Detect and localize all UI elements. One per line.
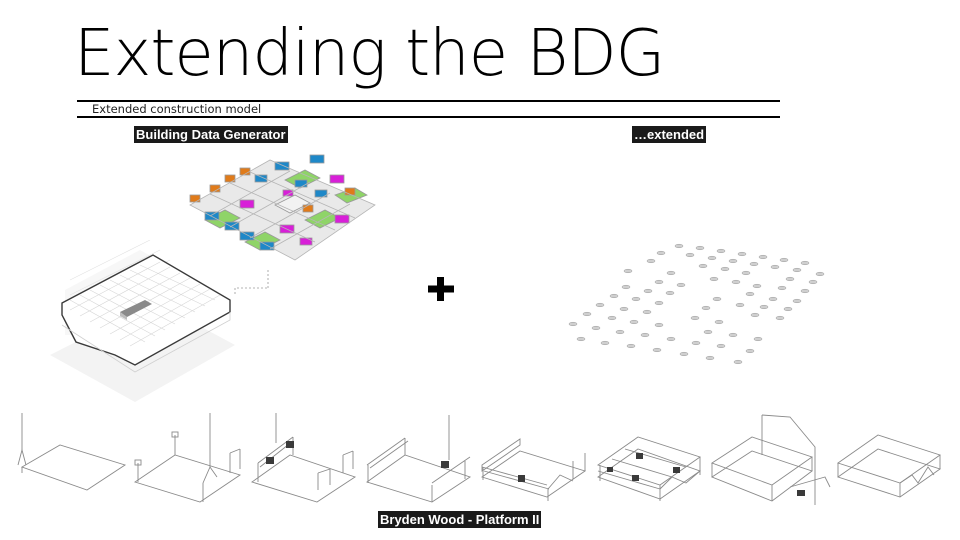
slide-subtitle: Extended construction model bbox=[92, 102, 262, 116]
assembly-step-8 bbox=[837, 434, 941, 498]
assembly-step-1 bbox=[17, 413, 127, 491]
bdg-massing-illustration bbox=[50, 240, 269, 402]
extended-grid-illustration bbox=[568, 243, 825, 365]
label-extended: …extended bbox=[632, 126, 707, 143]
bdg-modules-illustration bbox=[189, 154, 376, 261]
assembly-step-6 bbox=[597, 436, 701, 501]
label-building-data-generator: Building Data Generator bbox=[134, 126, 288, 143]
slide-title: Extending the BDG bbox=[74, 17, 665, 91]
plus-icon bbox=[428, 277, 454, 301]
label-bryden-wood-platform: Bryden Wood - Platform II bbox=[378, 511, 542, 528]
title-rule-top bbox=[77, 100, 780, 102]
assembly-step-7 bbox=[711, 414, 831, 505]
assembly-step-4 bbox=[365, 415, 472, 503]
assembly-sequence-illustration bbox=[17, 413, 941, 505]
title-rule-bottom bbox=[77, 116, 780, 118]
assembly-step-2 bbox=[133, 413, 242, 503]
assembly-step-5 bbox=[480, 438, 587, 501]
